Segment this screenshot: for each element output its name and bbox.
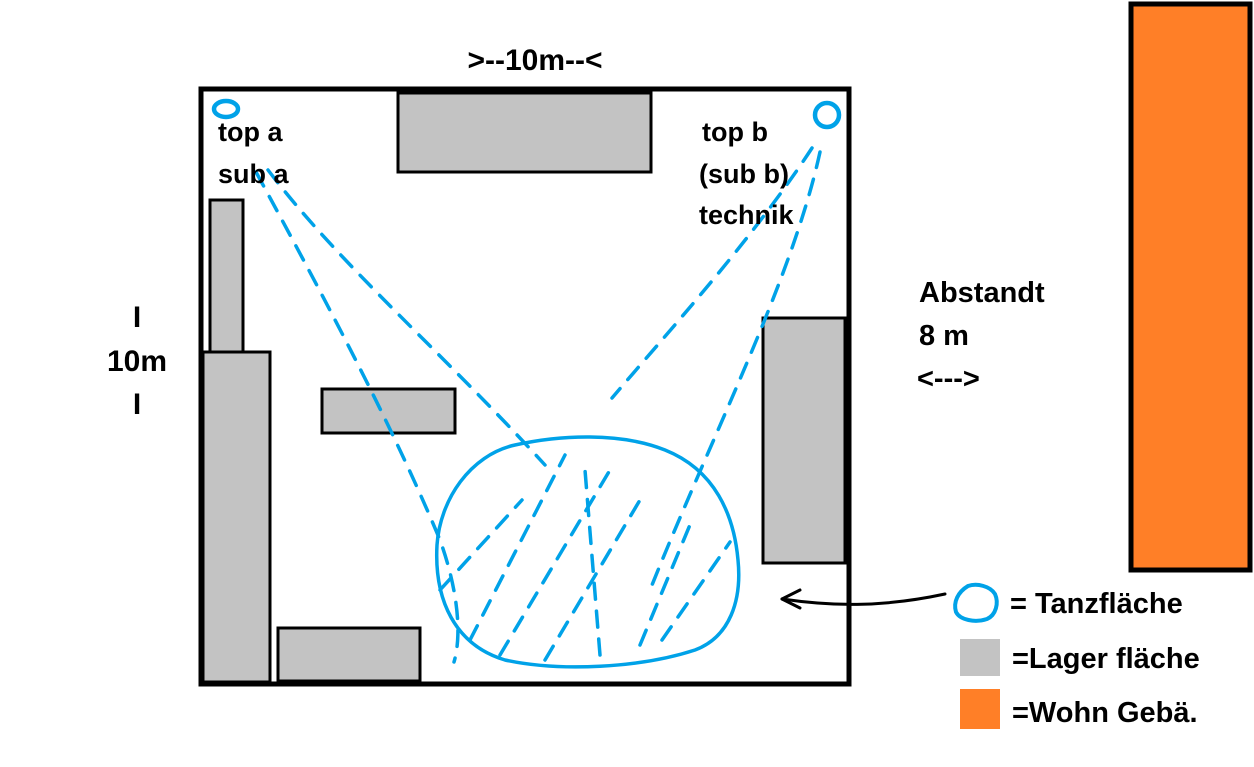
sound-coverage-line-c7 bbox=[660, 540, 732, 642]
speaker-b-label-line2: (sub b) bbox=[699, 159, 789, 189]
legend-building-label: =Wohn Gebä. bbox=[1012, 697, 1198, 729]
storage-area-left-upper bbox=[208, 198, 245, 354]
distance-label-line3: <---> bbox=[917, 363, 980, 395]
storage-area-bottom bbox=[276, 626, 422, 683]
storage-area-top bbox=[396, 91, 653, 174]
storage-area-left-lower bbox=[201, 350, 272, 684]
storage-area-right bbox=[761, 316, 847, 565]
room-height-label: 10m bbox=[107, 345, 167, 378]
legend-storage-swatch bbox=[960, 639, 1000, 676]
sound-coverage-line-c1 bbox=[468, 453, 567, 642]
sound-coverage-line-b1 bbox=[610, 146, 814, 400]
sound-coverage-line-c2 bbox=[498, 468, 612, 657]
dance-floor-outline bbox=[434, 435, 741, 669]
sound-coverage-line-a1 bbox=[254, 170, 460, 664]
legend-storage-label: =Lager fläche bbox=[1012, 643, 1200, 675]
speaker-b-label-line3: technik bbox=[699, 200, 795, 230]
sound-coverage-line-c5 bbox=[638, 518, 694, 647]
legend-dance-icon bbox=[953, 582, 999, 623]
speaker-b-label-line1: top b bbox=[702, 117, 768, 147]
sound-coverage-line-a2 bbox=[266, 168, 547, 467]
sound-coverage-line-c3 bbox=[543, 498, 642, 662]
distance-label-line2: 8 m bbox=[919, 320, 969, 352]
sound-coverage-line-c6 bbox=[438, 498, 524, 592]
speaker-a-icon bbox=[211, 98, 241, 120]
room-height-tick-top: I bbox=[133, 301, 141, 334]
legend-arrow-head bbox=[780, 588, 802, 610]
room-width-label: >--10m--< bbox=[467, 44, 602, 77]
legend-arrow bbox=[780, 592, 947, 606]
room-height-tick-bottom: I bbox=[133, 388, 141, 421]
sound-coverage-line-b2 bbox=[648, 150, 822, 592]
residential-building bbox=[1128, 1, 1253, 573]
speaker-b-icon bbox=[812, 100, 842, 130]
legend-building-swatch bbox=[960, 689, 1000, 729]
room-outline bbox=[198, 86, 852, 687]
speaker-a-label-line1: top a bbox=[218, 117, 283, 147]
sound-coverage-line-c4 bbox=[583, 468, 602, 657]
distance-label-line1: Abstandt bbox=[919, 277, 1045, 309]
legend-dance-label: = Tanzfläche bbox=[1010, 588, 1183, 620]
speaker-a-label-line2: sub a bbox=[218, 159, 290, 189]
